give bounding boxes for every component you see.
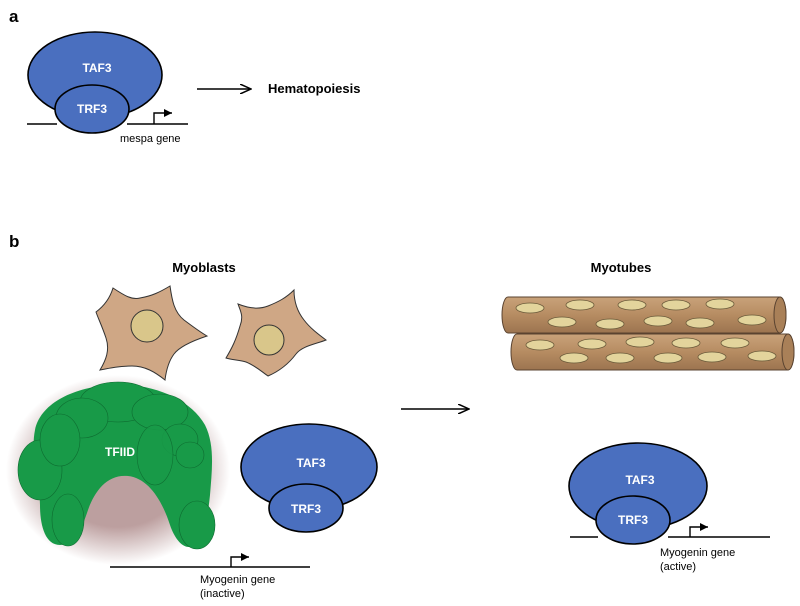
tfiid-lobe-8 [51,493,85,547]
myotube-2-nucleus [559,352,589,364]
myoblast-taf3-label: TAF3 [296,456,325,470]
myotube-1-nucleus [617,299,647,311]
myotube-1 [501,296,787,334]
myotube-2-nucleus [525,339,555,351]
panel-a-gene-label: mespa gene [120,133,181,145]
tfiid-lobe-9 [178,500,216,550]
myotube-2-nucleus [653,352,683,364]
myoblast-trf3-label: TRF3 [291,502,321,516]
myoblasts-heading: Myoblasts [172,260,236,275]
myotube-1-nucleus [515,302,545,314]
myotube-1-nucleus [547,316,577,328]
myotube-2-nucleus [605,352,635,364]
panel-a-promoter-arrow [153,109,172,124]
myotube-taf3-label: TAF3 [625,473,654,487]
panel-a-trf3-blob [54,84,130,134]
panel-a-letter: a [9,7,19,26]
panel-a-outcome: Hematopoiesis [268,81,360,96]
tfiid-label: TFIID [105,445,135,459]
myotube-1-nucleus [565,299,595,311]
myotube-2-nucleus [747,350,777,362]
myotube-2-nucleus [697,351,727,363]
myotube-1-nucleus [737,314,767,326]
myoblast-promoter-arrow [230,553,249,567]
myotube-2-nucleus [720,337,750,349]
myoblast-gene-label-line1: Myogenin gene [200,574,275,586]
panel-a-trf3-label: TRF3 [77,102,107,116]
myotube-complex: TAF3 TRF3 [568,442,708,545]
tfiid-lobe-10 [136,424,174,486]
panel-a-complex: TAF3 TRF3 [27,31,163,134]
myoblast-complex: TAF3 TRF3 [240,423,378,533]
myotube-1-nucleus [685,317,715,329]
myotube-gene-label-line2: (active) [660,561,696,573]
myotube-1-nucleus [595,318,625,330]
panel-b-letter: b [9,232,19,251]
myotube-2-nucleus [625,336,655,348]
tfiid-complex: TFIID [6,375,230,565]
myotube-2-end [781,333,795,371]
myotube-2-nucleus [577,338,607,350]
panel-a-taf3-label: TAF3 [82,61,111,75]
myotube-promoter-arrow [689,523,708,537]
myoblast-cell-1 [95,285,209,381]
myoblast-trf3-blob [268,483,344,533]
myotube-1-nucleus [705,298,735,310]
myotube-gene-label-line1: Myogenin gene [660,547,735,559]
myoblast-nucleus-2 [253,324,285,356]
myotube-1-nucleus [643,315,673,327]
myoblast-nucleus-1 [130,309,164,343]
myotube-1-end [773,296,787,334]
tfiid-lobe-7 [175,441,205,469]
myotube-trf3-blob [595,495,671,545]
myotube-2 [510,333,795,371]
tfiid-lobe-5 [39,413,81,467]
myotube-2-nucleus [671,337,701,349]
myoblast-cell-2 [225,288,328,377]
myotube-trf3-label: TRF3 [618,513,648,527]
myotubes-heading: Myotubes [591,260,652,275]
myoblast-gene-label-line2: (inactive) [200,588,245,600]
myotube-1-nucleus [661,299,691,311]
